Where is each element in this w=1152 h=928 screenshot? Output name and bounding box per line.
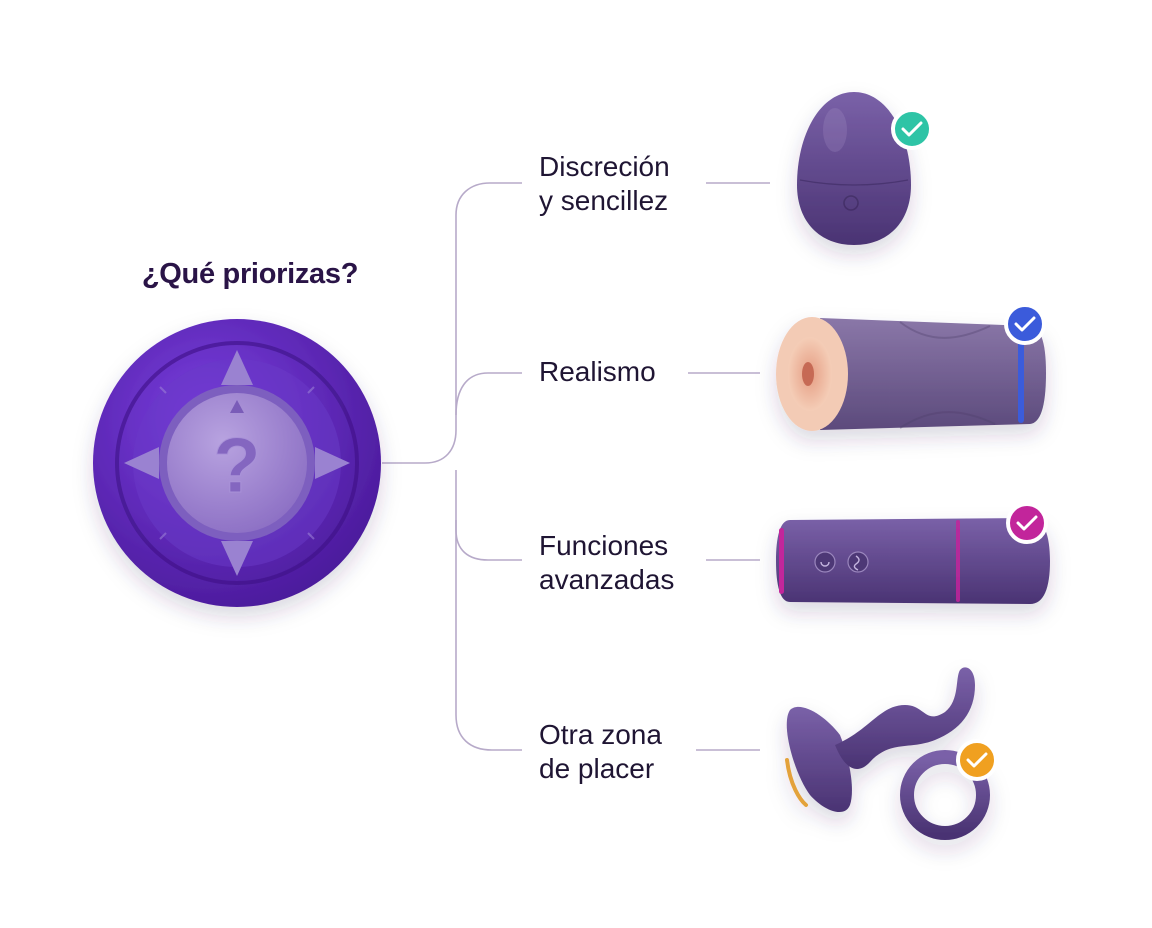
question-heading: ¿Qué priorizas? <box>141 258 359 290</box>
option-label-otra-zona[interactable]: Otra zona de placer <box>539 719 662 784</box>
plug-and-ring-icon <box>785 667 990 840</box>
connector-branch-realismo <box>455 372 522 416</box>
connector-branch-otra-zona <box>455 520 522 751</box>
compass-arrows <box>124 350 350 576</box>
check-badge-1 <box>1004 303 1046 345</box>
check-badge-0 <box>891 108 933 150</box>
option-label-discrecion[interactable]: Discreción y sencillez <box>539 151 670 216</box>
egg-vibrator-icon <box>797 92 911 245</box>
check-badge-2 <box>1006 502 1048 544</box>
check-badge-3 <box>956 739 998 781</box>
connector-lines <box>382 182 770 751</box>
svg-text:?: ? <box>213 421 261 509</box>
connector-branch-funciones <box>455 470 522 561</box>
bullet-vibrator-icon <box>776 518 1050 604</box>
question-compass-dial-icon: ? <box>93 319 381 607</box>
option-label-funciones[interactable]: Funciones avanzadas <box>539 530 675 595</box>
masturbator-sleeve-icon <box>776 317 1046 431</box>
option-label-realismo[interactable]: Realismo <box>539 356 656 387</box>
connector-trunk <box>382 182 522 464</box>
